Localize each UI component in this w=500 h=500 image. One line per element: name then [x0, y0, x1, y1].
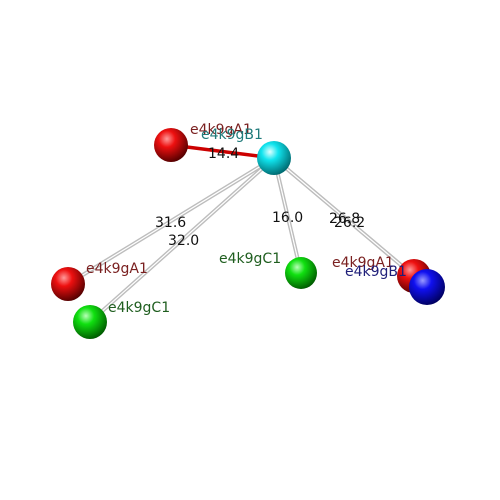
atoms	[51, 128, 445, 339]
distance-label-red-right: 26.8	[329, 211, 360, 227]
atom-green-mid[interactable]	[285, 257, 317, 289]
label-red-left: e4k9gA1	[86, 261, 148, 277]
atom-red-left[interactable]	[51, 267, 85, 301]
atom-red-top[interactable]	[154, 128, 188, 162]
bonds	[66, 143, 429, 324]
label-red-right: e4k9gA1	[332, 255, 394, 271]
label-green-mid: e4k9gC1	[219, 251, 281, 267]
atom-green-left[interactable]	[73, 305, 107, 339]
atom-center[interactable]	[257, 141, 291, 175]
distance-label-red-left: 31.6	[155, 215, 186, 231]
bond-center-red-left-highlight	[67, 157, 275, 285]
label-center: e4k9gB1	[201, 127, 263, 143]
bond-center-green-mid-highlight	[273, 157, 302, 274]
distance-labels: 14.4 31.6 32.0 16.0 26.8 26.2	[155, 146, 365, 249]
bond-center-red-top	[170, 143, 275, 160]
label-green-left: e4k9gC1	[108, 300, 170, 316]
label-red-top: e4k9gA1	[190, 122, 252, 138]
atom-labels: e4k9gA1 e4k9gB1 e4k9gA1 e4k9gC1 e4k9gC1 …	[86, 122, 407, 316]
distance-label-blue-right: 26.2	[334, 215, 365, 231]
distance-label-red-top: 14.4	[208, 146, 239, 162]
bond-center-green-left-highlight	[89, 157, 275, 323]
label-blue-right: e4k9gB1	[345, 264, 407, 280]
distance-label-green-mid: 16.0	[272, 210, 303, 226]
atom-blue-right[interactable]	[409, 269, 445, 305]
distance-label-green-left: 32.0	[168, 233, 199, 249]
